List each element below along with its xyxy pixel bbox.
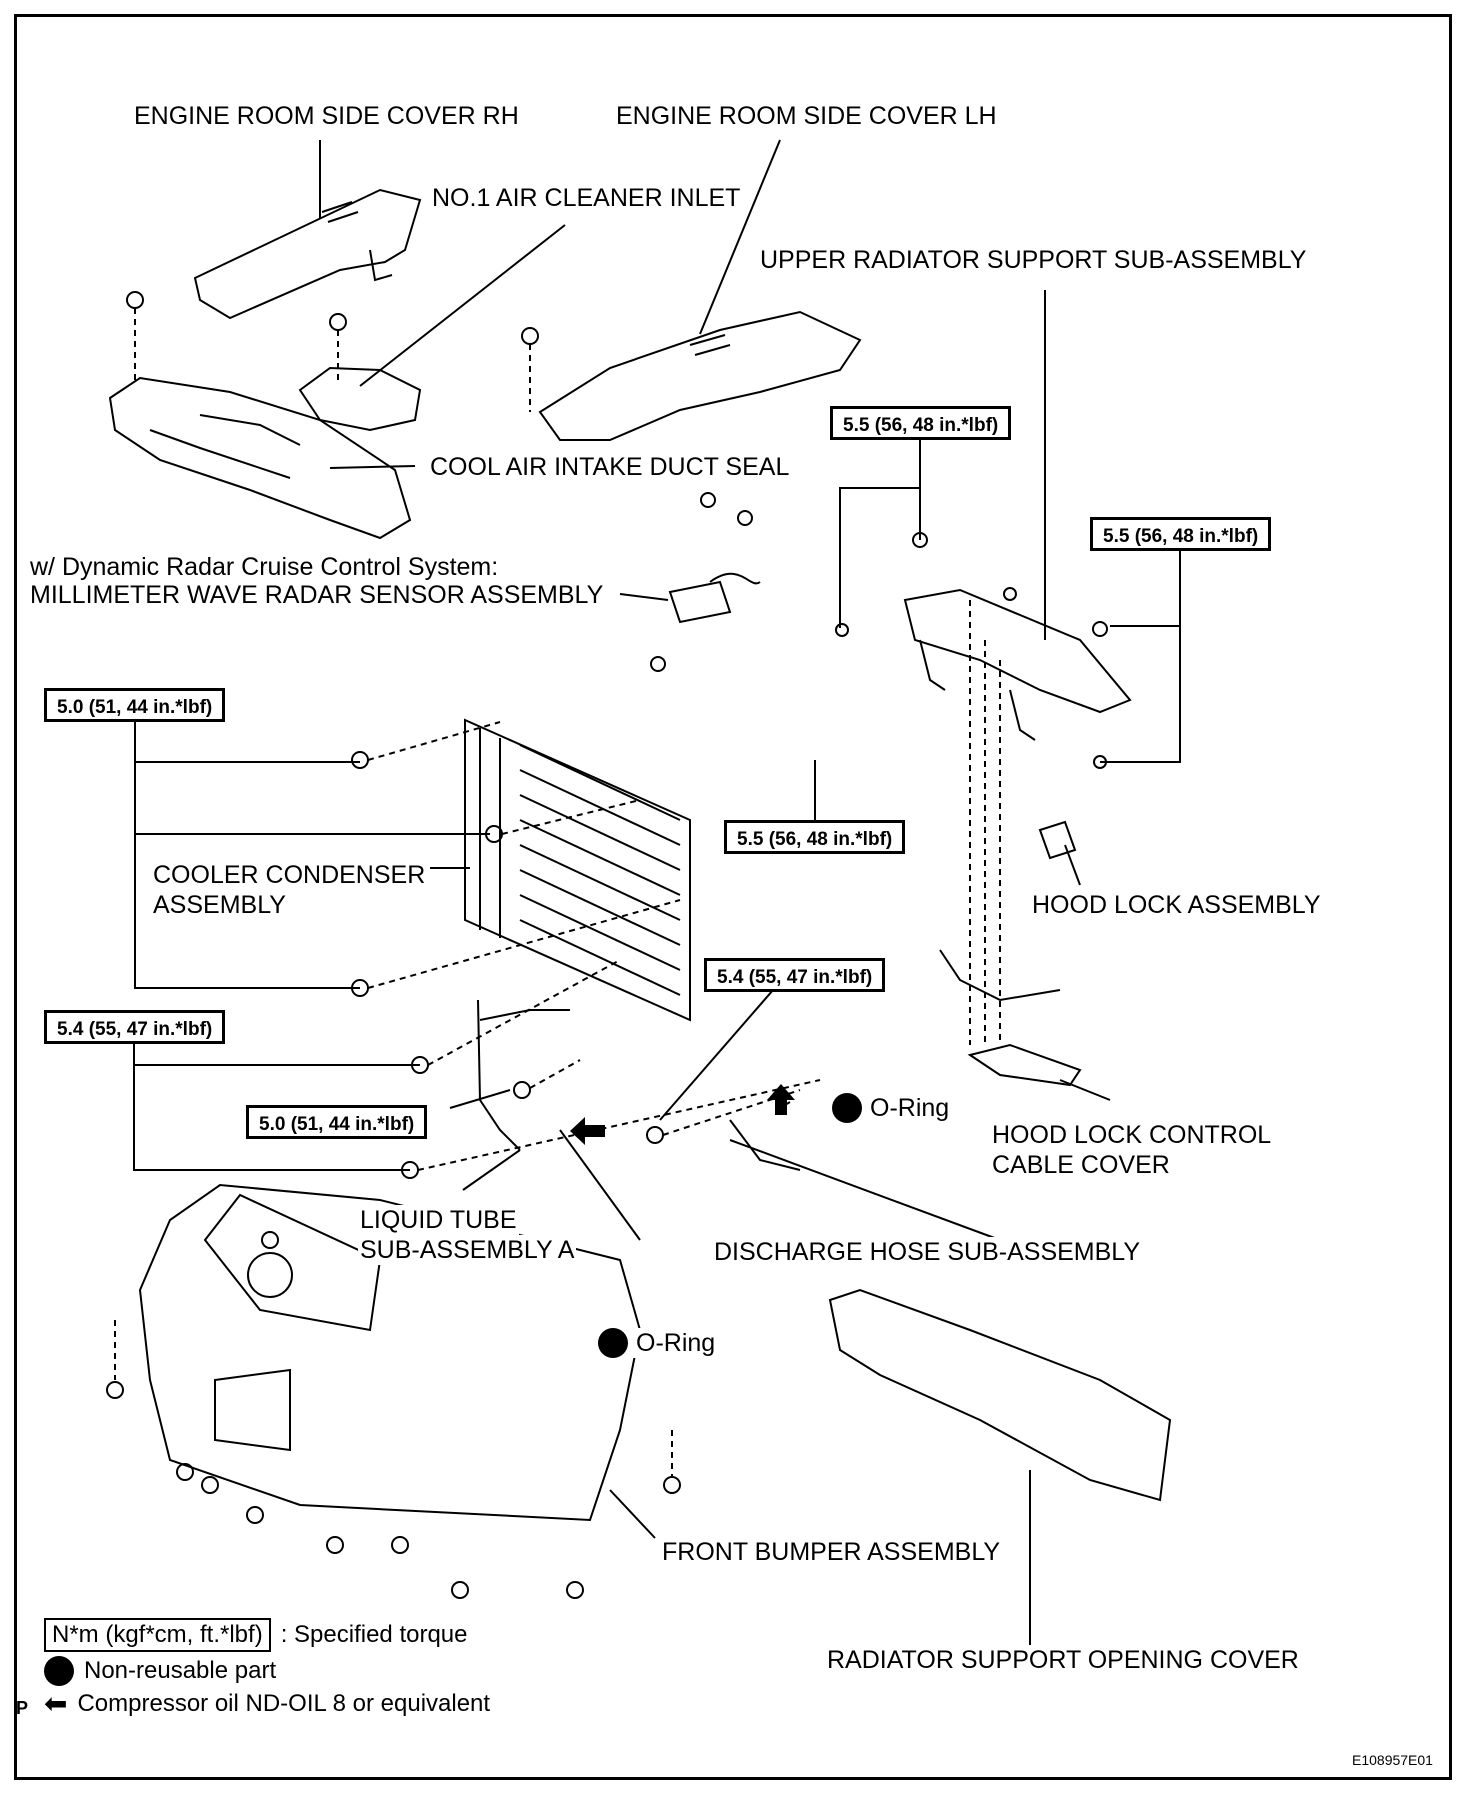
label-liquid-tube-2: SUB-ASSEMBLY A [358,1235,577,1265]
legend-oil: ⬅ Compressor oil ND-OIL 8 or equivalent [44,1690,490,1718]
hood-lock-cable-cover [939,949,1082,1087]
torque-box-discharge-hose: 5.4 (55, 47 in.*lbf) [704,958,886,992]
millimeter-wave-radar-sensor [668,572,761,624]
label-engine-cover-lh: ENGINE ROOM SIDE COVER LH [614,101,999,131]
oil-arrow-up [767,1084,795,1115]
legend-torque-text: : Specified torque [280,1621,468,1648]
torque-box-liquid-tube: 5.0 (51, 44 in.*lbf) [246,1105,428,1139]
oring-label-right: O-Ring [830,1093,952,1123]
label-cooler-condenser-2: ASSEMBLY [151,890,288,920]
engine-room-side-cover-rh [193,188,422,320]
label-cool-air-duct-seal: COOL AIR INTAKE DUCT SEAL [428,452,792,482]
oil-arrow-left [570,1117,605,1145]
liquid-tube [477,999,570,1151]
hood-lock [1038,820,1077,860]
label-cooler-condenser-1: COOLER CONDENSER [151,860,428,890]
label-radar-line2: MILLIMETER WAVE RADAR SENSOR ASSEMBLY [28,580,606,610]
label-engine-cover-rh: ENGINE ROOM SIDE COVER RH [132,101,521,131]
torque-box-upper-support-2: 5.5 (56, 48 in.*lbf) [1090,517,1272,551]
label-discharge-hose: DISCHARGE HOSE SUB-ASSEMBLY [712,1237,1143,1267]
oring-text: O-Ring [870,1093,950,1122]
radiator-support-opening-cover [828,1288,1172,1502]
label-air-cleaner-inlet: NO.1 AIR CLEANER INLET [430,183,743,213]
figure-code: E108957E01 [1352,1752,1433,1768]
legend-torque-box: N*m (kgf*cm, ft.*lbf) [44,1618,271,1652]
label-upper-radiator-support: UPPER RADIATOR SUPPORT SUB-ASSEMBLY [758,245,1309,275]
oil-arrow-icon: ⬅ [44,1688,68,1719]
non-reusable-dot-icon [832,1093,862,1123]
oring-label-center: O-Ring [596,1328,718,1358]
legend-nonreusable: Non-reusable part [44,1656,276,1686]
non-reusable-dot-icon [598,1328,628,1358]
upper-radiator-support [903,588,1132,741]
label-radiator-cover: RADIATOR SUPPORT OPENING COVER [825,1645,1301,1675]
label-hood-cable-2: CABLE COVER [990,1150,1172,1180]
legend-torque: N*m (kgf*cm, ft.*lbf) : Specified torque [44,1618,468,1652]
legend-oil-text: Compressor oil ND-OIL 8 or equivalent [77,1690,491,1717]
oring-text: O-Ring [636,1328,716,1357]
cool-air-intake-duct-seal [108,376,412,540]
non-reusable-dot-icon [44,1656,74,1686]
label-hood-cable-1: HOOD LOCK CONTROL [990,1120,1274,1150]
torque-box-upper-support-3: 5.5 (56, 48 in.*lbf) [724,820,906,854]
diagram-frame [14,14,1452,1780]
legend-nonreusable-text: Non-reusable part [84,1657,277,1684]
label-liquid-tube-1: LIQUID TUBE [358,1205,519,1235]
torque-box-condenser-top: 5.0 (51, 44 in.*lbf) [44,688,226,722]
torque-box-upper-support-1: 5.5 (56, 48 in.*lbf) [830,406,1012,440]
label-radar-line1: w/ Dynamic Radar Cruise Control System: [28,552,501,582]
leader-lines [133,139,1181,1660]
label-hood-lock: HOOD LOCK ASSEMBLY [1030,890,1323,920]
torque-box-condenser-bottom: 5.4 (55, 47 in.*lbf) [44,1010,226,1044]
engine-room-side-cover-lh [538,310,862,441]
discharge-hose [729,1119,801,1171]
cooler-condenser [464,718,691,1022]
label-front-bumper: FRONT BUMPER ASSEMBLY [660,1537,1003,1567]
assembly-guide-lines [114,308,1001,1478]
legend-p-mark: P [16,1698,29,1718]
